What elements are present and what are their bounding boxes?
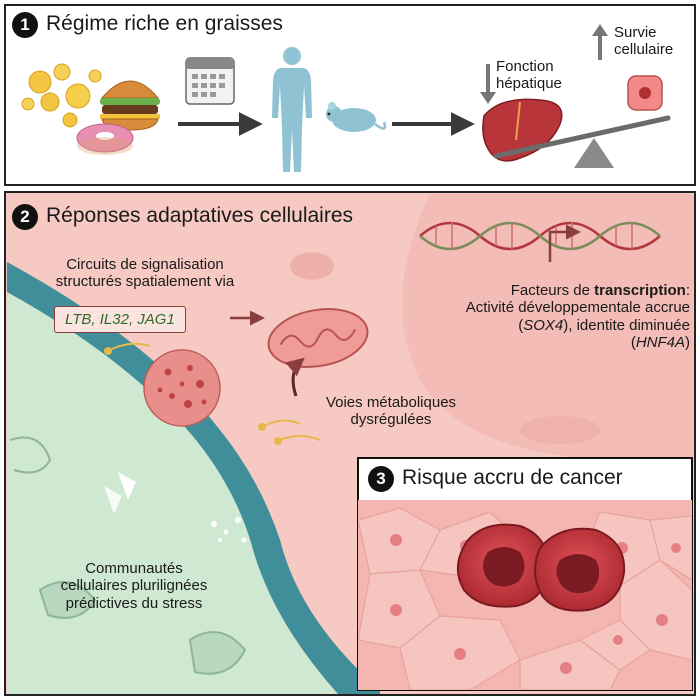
burger-icon [100, 80, 160, 131]
gene-sox4: SOX4 [523, 316, 564, 334]
gene-separator: , [128, 311, 138, 328]
cell-icon [627, 75, 663, 111]
panel-1-title: Régime riche en graisses [46, 12, 283, 35]
calendar-icon [185, 57, 235, 105]
rat-icon [326, 102, 387, 132]
vesicle-icon [143, 349, 221, 427]
human-icon [272, 47, 312, 172]
panel-2-number: 2 [12, 204, 38, 230]
signaling-label: Circuits de signalisation structurés spa… [40, 256, 250, 291]
gene-box: LTB, IL32, JAG1 [54, 306, 186, 333]
donut-icon [76, 123, 134, 155]
liver-function-label: Fonction hépatique [496, 58, 562, 93]
panel-3-title: Risque accru de cancer [402, 466, 623, 489]
paren-close: ) [685, 333, 690, 351]
transcription-bold: transcription [594, 282, 686, 299]
metabolic-arrow [285, 357, 305, 397]
panel-3 [357, 457, 693, 691]
panel-2-title: Réponses adaptatives cellulaires [46, 204, 354, 227]
metabolic-line2: dysrégulées [350, 411, 432, 429]
communities-line1: Communautés [85, 560, 183, 577]
cell-survival-line1: Survie [614, 24, 657, 41]
tissue-nuclei [390, 534, 681, 674]
gene-hnf4a: HNF4A [635, 333, 685, 351]
paren-open: ( [630, 333, 636, 351]
panel-1 [4, 4, 696, 186]
transcription-line1: Facteurs de transcription: [400, 282, 690, 299]
cancer-cell-1 [457, 523, 550, 608]
paren-open: ( [518, 316, 524, 334]
transcription-line4: (HNF4A) [400, 334, 690, 351]
signaling-line1: Circuits de signalisation [66, 256, 224, 273]
decrease-arrow-icon [480, 64, 496, 104]
transcription-suffix: : [685, 282, 690, 299]
signal-squiggles [104, 342, 321, 445]
organelle-blob-2 [520, 416, 600, 444]
dna-helix-icon [419, 221, 661, 251]
metabolic-label: Voies métaboliques dysrégulées [296, 394, 486, 429]
gene-jag1: JAG1 [137, 311, 175, 328]
cancer-cell-2 [534, 527, 626, 612]
metabolic-line1: Voies métaboliques [325, 394, 457, 411]
vesicle-dots [211, 517, 247, 543]
communities-line2: cellulaires plurilignées [60, 577, 208, 595]
cell-survival-label: Survie cellulaire [614, 24, 673, 59]
transcription-prefix: Facteurs de [510, 282, 595, 299]
organelle-blob [290, 252, 334, 280]
liver-function-line2: hépatique [496, 75, 562, 93]
communities-line3: prédictives du stress [65, 594, 203, 612]
panel-3-number: 3 [368, 466, 394, 492]
gene-separator: , [91, 311, 100, 328]
migration-arrow-icon [104, 472, 136, 514]
signaling-line2: structurés spatialement via [55, 273, 235, 291]
line3-rest: ), identite diminuée [563, 316, 690, 334]
increase-arrow-icon [592, 24, 608, 60]
transcription-arrow [548, 224, 581, 262]
gene-ltb: LTB [65, 311, 92, 328]
liver-function-line1: Fonction [496, 58, 554, 75]
gene-il32: IL32 [99, 311, 129, 328]
balance-icon [493, 115, 671, 168]
food-icon [21, 63, 102, 128]
communities-label: Communautés cellulaires plurilignées pré… [24, 560, 244, 612]
panel-1-number: 1 [12, 12, 38, 38]
nucleus-region [402, 194, 693, 460]
mitochondrion-icon [267, 308, 369, 368]
transcription-line3: (SOX4), identite diminuée [400, 317, 690, 334]
transcription-label: Facteurs de transcription: Activité déve… [400, 282, 690, 351]
cell-survival-line2: cellulaire [614, 41, 674, 59]
green-organelles [9, 436, 247, 675]
transcription-line2: Activité développementale accrue [465, 299, 690, 317]
